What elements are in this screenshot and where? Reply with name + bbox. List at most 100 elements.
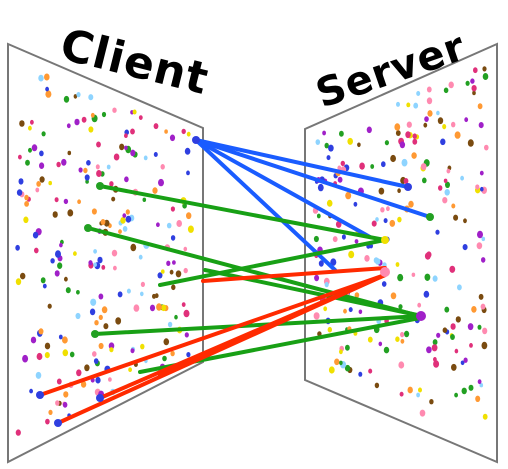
scatter-dot [383,346,390,354]
scatter-dot [332,236,338,243]
scatter-dot [130,128,135,135]
scatter-dot [479,170,484,176]
scatter-dot [153,123,159,130]
scatter-dot [31,144,38,152]
scatter-dot [390,154,396,163]
scatter-dot [400,338,405,344]
scatter-dot [20,272,26,280]
scatter-dot [88,94,94,101]
scatter-dot [334,358,340,366]
scatter-dot [395,336,400,343]
red-connections [38,266,387,425]
scatter-dot [93,358,99,364]
scatter-dot [138,115,143,120]
scatter-dot [111,196,116,202]
scatter-dot [103,323,109,330]
scatter-dot [23,216,29,224]
scatter-dot [86,160,91,166]
scatter-dot [445,181,450,188]
scatter-dot [335,220,342,228]
scatter-dot [78,167,83,173]
scatter-dot [36,181,41,187]
scatter-dot [187,225,194,233]
scatter-dot [35,187,40,193]
scatter-dot [395,130,401,137]
scatter-dot [162,355,167,362]
scatter-dot [324,142,329,149]
scatter-dot [59,242,63,248]
scatter-dot [471,85,477,92]
scatter-dot [477,103,483,110]
scatter-dot [394,123,401,131]
scatter-dot [400,331,405,338]
scatter-dot [364,255,370,262]
scatter-dot [324,281,329,288]
endpoint-dot [36,391,44,399]
scatter-dot [30,119,34,125]
scatter-dot [52,211,58,218]
scatter-dot [327,326,332,333]
scatter-dot [76,92,81,98]
scatter-dot [481,236,486,242]
scatter-dot [62,336,68,344]
scatter-dot [406,102,411,108]
scatter-dot [15,244,20,251]
scatter-dot [480,303,486,310]
scatter-dot [117,291,123,298]
scatter-dot [181,302,186,307]
scatter-dot [24,201,29,207]
scatter-dot [316,213,321,219]
server-panel [304,42,498,464]
scatter-dot [101,306,108,314]
scatter-dot [125,209,130,215]
scatter-dot [412,138,418,145]
scatter-dot [85,179,89,184]
scatter-dot [328,366,335,374]
scatter-dot [54,270,60,277]
scatter-dot [368,368,373,374]
scatter-dot [412,133,417,139]
scatter-dot [374,382,380,389]
scatter-dot [450,334,455,340]
scatter-dot [48,180,52,186]
scatter-dot [169,269,174,275]
scatter-dot [57,262,63,270]
scatter-dot [397,188,401,193]
scatter-dot [467,139,474,147]
scatter-dot [96,141,101,148]
scatter-dot [32,231,39,239]
scatter-dot [62,401,68,408]
scatter-dot [28,125,32,131]
scatter-dot [468,384,474,391]
blue-connection-line [194,138,372,239]
scatter-dot [386,206,390,212]
scatter-dot [25,159,30,166]
scatter-dot [481,257,486,263]
scatter-dot [92,351,97,357]
scatter-dot [73,94,78,99]
scatter-dot [30,336,37,344]
scatter-dot [399,141,406,149]
scatter-dot [183,267,188,274]
scatter-dot [358,371,363,377]
scatter-dot [55,400,60,406]
scatter-dot [344,364,351,372]
scatter-dot [67,150,72,156]
scatter-dot [337,165,342,171]
endpoint-dot [54,419,62,427]
scatter-dot [90,112,95,118]
green-connection-line [86,226,422,318]
scatter-dot [451,203,456,209]
scatter-dot [477,324,482,330]
scatter-dot [451,121,456,128]
scatter-dot [435,229,440,235]
scatter-dot [347,137,354,145]
scatter-dot [348,307,353,313]
scatter-dot [108,342,115,350]
scatter-dot [431,344,438,352]
scatter-dot [140,281,145,287]
scatter-dot [423,290,430,298]
scatter-dot [442,327,448,334]
scatter-dot [432,275,438,282]
scatter-dot [482,73,489,80]
